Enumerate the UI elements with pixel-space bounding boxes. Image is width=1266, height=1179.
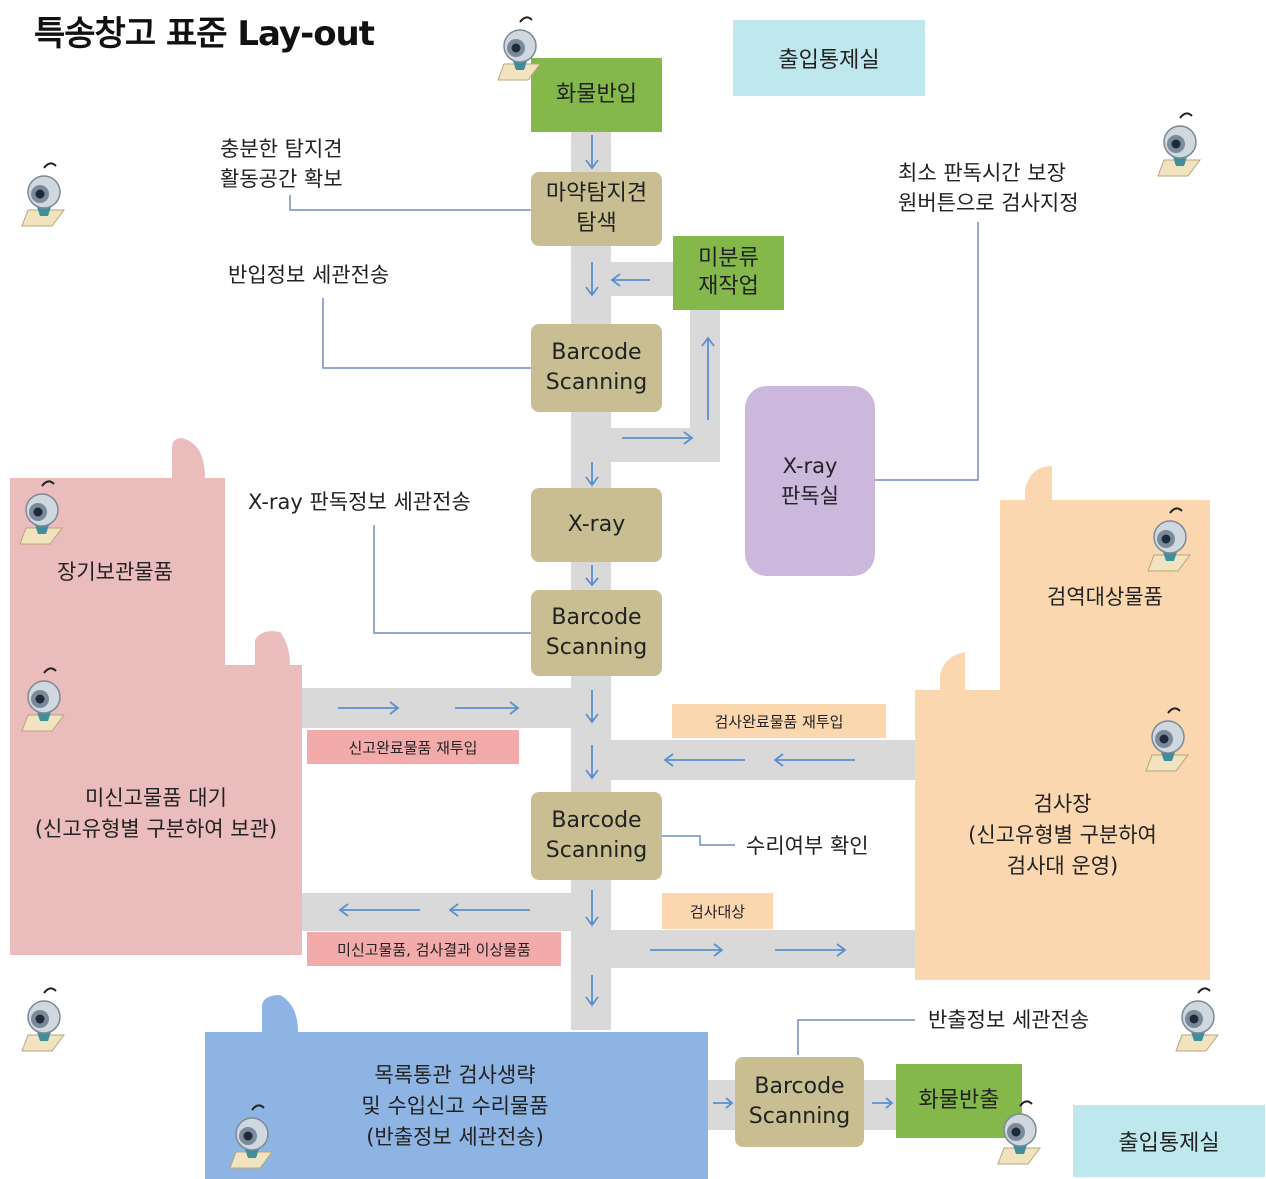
declared-reinput-label: 신고완료물품 재투입 <box>307 730 519 764</box>
entry-info-annotation: 반입정보 세관전송 <box>228 263 390 287</box>
barcode-scanning-2: Barcode Scanning <box>531 590 662 676</box>
inspection-area-label: 검사장 (신고유형별 구분하여 검사대 운영) <box>968 792 1157 878</box>
unclassified-rework-node: 미분류 재작업 <box>673 236 784 310</box>
quarantine-zone <box>1000 466 1210 690</box>
cctv-camera-icon <box>1145 707 1189 772</box>
barcode-scanning-1: Barcode Scanning <box>531 324 662 412</box>
barcode-scanning-3: Barcode Scanning <box>531 792 662 880</box>
access-control-room-bottom: 출입통제실 <box>1073 1105 1265 1177</box>
xray-reading-room: X-ray 판독실 <box>745 386 875 576</box>
inspection-zone <box>915 652 1210 980</box>
page-title: 특송창고 표준 Lay-out <box>34 14 375 54</box>
long-term-storage-label: 장기보관물품 <box>57 560 173 584</box>
undeclared-wait-zone <box>10 631 302 955</box>
inspected-reinput-label: 검사완료물품 재투입 <box>672 704 886 738</box>
cctv-camera-icon <box>1175 987 1219 1052</box>
cctv-camera-icon <box>1157 112 1201 177</box>
flow-arrows <box>338 135 894 1109</box>
min-read-time-annotation: 최소 판독시간 보장 원버튼으로 검사지정 <box>898 161 1079 215</box>
undeclared-wait-label: 미신고물품 대기 (신고유형별 구분하여 보관) <box>34 786 278 841</box>
xray-info-annotation: X-ray 판독정보 세관전송 <box>248 490 471 514</box>
cctv-camera-icon <box>997 1100 1041 1165</box>
drug-dog-node: 마약탐지견 탐색 <box>531 172 662 246</box>
cargo-in-node: 화물반입 <box>531 58 662 132</box>
cctv-camera-icon <box>497 16 541 81</box>
list-clearance-zone <box>205 995 708 1179</box>
cctv-camera-icon <box>1147 507 1191 572</box>
dog-space-annotation: 충분한 탐지견 활동공간 확보 <box>220 137 343 191</box>
annotation-lines <box>289 195 979 1055</box>
exit-info-annotation: 반출정보 세관전송 <box>928 1008 1090 1032</box>
cctv-camera-icon <box>229 1104 273 1169</box>
xray-node: X-ray <box>531 488 662 562</box>
inspection-target-label: 검사대상 <box>662 893 773 929</box>
cargo-out-node: 화물반출 <box>896 1064 1022 1138</box>
quarantine-label: 검역대상물품 <box>1047 585 1163 609</box>
cctv-camera-icon <box>19 480 63 545</box>
long-term-storage-zone <box>10 438 225 665</box>
cctv-camera-icon <box>21 667 65 732</box>
conveyor-belts <box>302 120 915 1130</box>
access-control-room-top: 출입통제실 <box>733 20 925 96</box>
barcode-scanning-4: Barcode Scanning <box>735 1057 864 1147</box>
list-clearance-label: 목록통관 검사생략 및 수입신고 수리물품 (반출정보 세관전송) <box>361 1063 549 1149</box>
cctv-camera-icon <box>21 987 65 1052</box>
repair-check-annotation: 수리여부 확인 <box>746 834 869 858</box>
undeclared-abnormal-label: 미신고물품, 검사결과 이상물품 <box>307 932 561 966</box>
cctv-camera-icon <box>21 162 65 227</box>
